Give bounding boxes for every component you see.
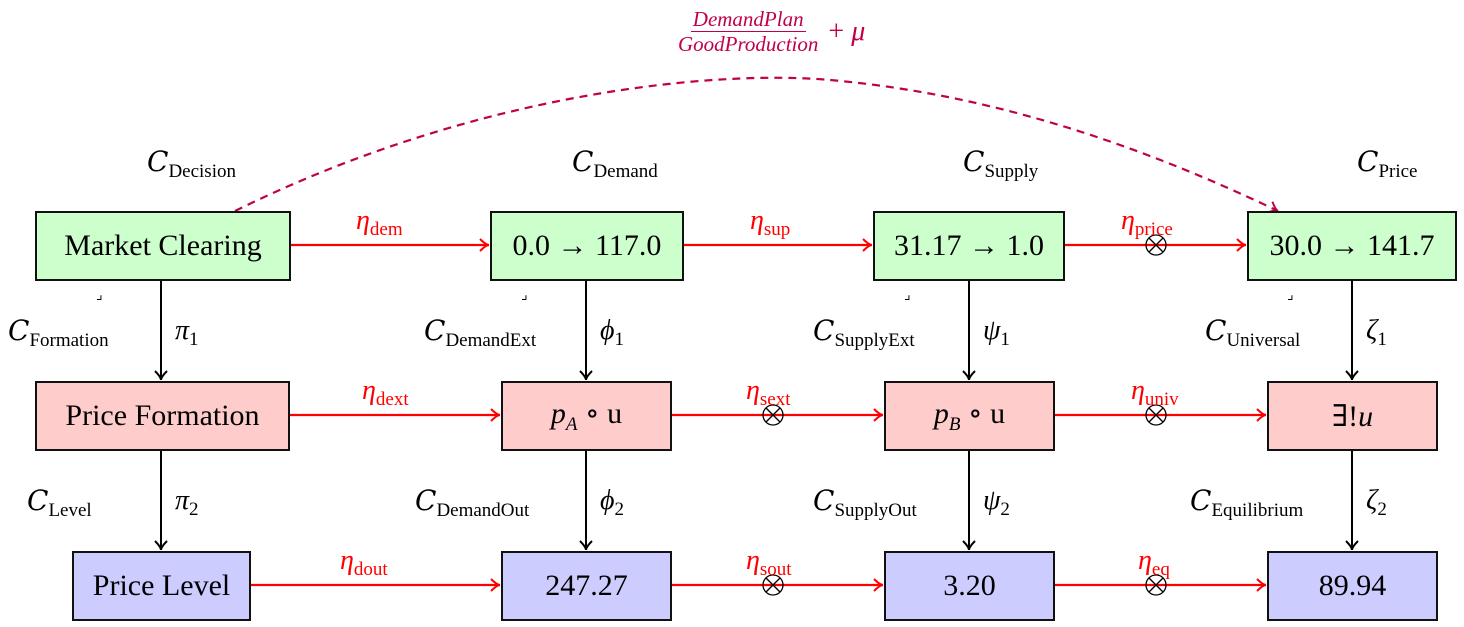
category-label-formation: CFormation: [8, 314, 109, 351]
dashed-arc-edge: [234, 76, 1279, 214]
category-label-demand: CDemand: [572, 145, 658, 182]
category-label-supply-ext: CSupplyExt: [813, 314, 915, 351]
label-eta-price: ηprice: [1121, 205, 1173, 240]
pullback-corner-icon: ⌟: [1287, 287, 1294, 303]
tensor-icon: [1145, 574, 1167, 596]
node-label: 31.17 → 1.0: [894, 229, 1044, 262]
pullback-corner-icon: ⌟: [521, 287, 528, 303]
node-pb-compose-u[interactable]: pB ∘ u: [884, 381, 1055, 451]
mu-symbol: μ: [851, 15, 866, 47]
pullback-corner-icon: ⌟: [96, 287, 103, 303]
node-supply-range[interactable]: 31.17 → 1.0: [873, 211, 1065, 281]
category-label-equilibrium: CEquilibrium: [1190, 484, 1304, 521]
category-label-universal: CUniversal: [1205, 314, 1301, 351]
tensor-icon: [1145, 234, 1167, 256]
formula-suffix: + μ: [828, 16, 865, 48]
label-eta-sup: ηsup: [750, 205, 791, 240]
node-demand-out-value[interactable]: 247.27: [501, 551, 672, 621]
node-label: Price Formation: [65, 399, 260, 432]
label-eta-sout: ηsout: [746, 545, 792, 580]
pullback-corner-icon: ⌟: [904, 287, 911, 303]
morphism-label-pi-2: π2: [175, 485, 199, 520]
node-unique-existence[interactable]: ∃!u: [1267, 381, 1438, 451]
node-pa-compose-u[interactable]: pA ∘ u: [501, 381, 672, 451]
node-supply-out-value[interactable]: 3.20: [884, 551, 1055, 621]
node-label: 0.0 → 117.0: [512, 229, 662, 262]
plus-operator: +: [828, 15, 845, 47]
label-eta-univ: ηuniv: [1131, 375, 1179, 410]
tensor-icon: [1145, 404, 1167, 426]
morphism-label-phi-1: ϕ1: [600, 315, 624, 350]
morphism-label-zeta-2: ζ2: [1366, 485, 1387, 520]
category-label-price: CPrice: [1357, 145, 1418, 182]
label-eta-sext: ηsext: [746, 375, 791, 410]
node-price-range[interactable]: 30.0 → 141.7: [1247, 211, 1457, 281]
node-label: 30.0 → 141.7: [1269, 229, 1435, 262]
node-label: Price Level: [92, 569, 231, 602]
label-eta-dext: ηdext: [362, 375, 409, 410]
category-label-supply: CSupply: [963, 145, 1039, 182]
node-label: 89.94: [1318, 569, 1387, 602]
fraction-numerator: DemandPlan: [690, 7, 806, 33]
node-label: ∃!u: [1331, 399, 1374, 433]
arc-annotation-formula: DemandPlan GoodProduction + μ: [676, 8, 865, 55]
morphism-label-pi-1: π1: [175, 315, 199, 350]
category-label-demand-ext: CDemandExt: [424, 314, 537, 351]
morphism-label-zeta-1: ζ1: [1366, 315, 1387, 350]
category-label-level: CLevel: [27, 484, 92, 521]
node-equilibrium-value[interactable]: 89.94: [1267, 551, 1438, 621]
node-price-level[interactable]: Price Level: [72, 551, 251, 621]
label-eta-dout: ηdout: [340, 545, 388, 580]
category-label-supply-out: CSupplyOut: [813, 484, 917, 521]
fraction-denominator: GoodProduction: [678, 32, 819, 57]
morphism-label-phi-2: ϕ2: [600, 485, 624, 520]
node-label: Market Clearing: [64, 229, 262, 262]
label-eta-dem: ηdem: [356, 205, 403, 240]
node-price-formation[interactable]: Price Formation: [35, 381, 290, 451]
label-eta-eq: ηeq: [1138, 545, 1170, 580]
morphism-label-psi-1: ψ1: [983, 315, 1010, 350]
node-label: 3.20: [943, 569, 996, 602]
node-market-clearing[interactable]: Market Clearing: [35, 211, 291, 281]
fraction: DemandPlan GoodProduction: [676, 8, 820, 55]
category-label-demand-out: CDemandOut: [415, 484, 530, 521]
node-label: 247.27: [545, 569, 628, 602]
morphism-label-psi-2: ψ2: [983, 485, 1010, 520]
category-label-decision: CDecision: [147, 145, 236, 182]
node-label: pB ∘ u: [933, 397, 1006, 435]
tensor-icon: [762, 574, 784, 596]
tensor-icon: [762, 404, 784, 426]
node-label: pA ∘ u: [550, 397, 623, 435]
node-demand-range[interactable]: 0.0 → 117.0: [490, 211, 684, 281]
